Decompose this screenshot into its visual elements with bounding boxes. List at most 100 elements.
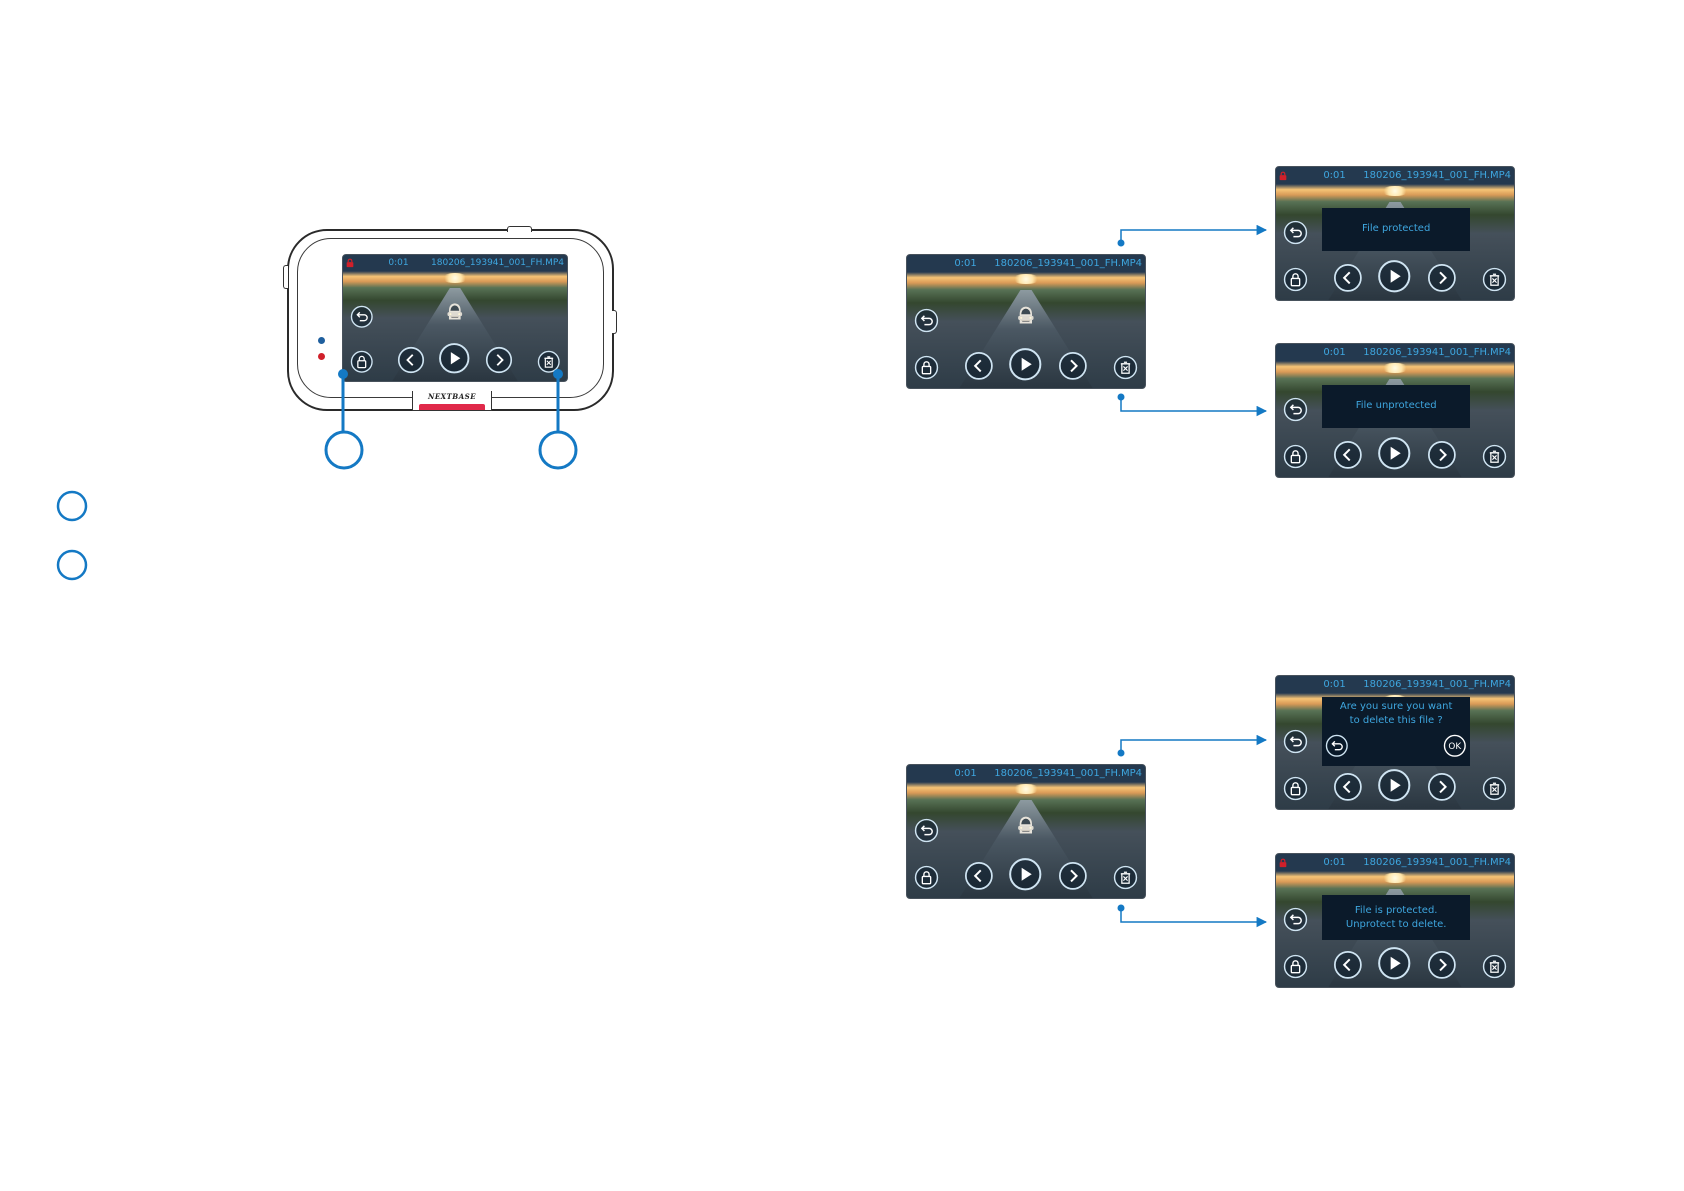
legend-circle-1	[56, 490, 88, 522]
file-name: 180206_193941_001_FH.MP4	[994, 768, 1142, 780]
vintage-car-image	[1008, 813, 1044, 836]
protected-lock-icon	[1276, 854, 1290, 871]
playback-screen-file-unprotected: 0:01 180206_193941_001_FH.MP4 File unpro…	[1275, 343, 1515, 478]
chevron-left-icon[interactable]	[1333, 440, 1363, 474]
message-line-2: Unprotect to delete.	[1345, 918, 1447, 930]
play-icon[interactable]	[1377, 259, 1412, 298]
lock-icon[interactable]	[1283, 954, 1308, 983]
play-icon[interactable]	[438, 342, 470, 378]
chevron-right-icon[interactable]	[1058, 351, 1088, 385]
playback-time: 0:01	[1323, 679, 1346, 691]
arrow-to-protected	[1117, 224, 1268, 247]
back-arrow-icon[interactable]	[1283, 220, 1308, 249]
chevron-left-icon[interactable]	[1333, 263, 1363, 297]
confirm-dialog: Are you sure you want to delete this fil…	[1322, 697, 1470, 767]
sunset-glow	[441, 272, 469, 283]
play-icon[interactable]	[1008, 347, 1043, 386]
playback-screen-delete-protected: 0:01 180206_193941_001_FH.MP4 File is pr…	[1275, 853, 1515, 988]
mount-red-strip	[419, 404, 485, 410]
protected-lock-icon	[1276, 167, 1290, 184]
arrow-to-delete-protected	[1117, 904, 1268, 928]
playback-time: 0:01	[954, 258, 977, 270]
playback-time: 0:01	[1323, 170, 1346, 182]
status-bar: 0:01 180206_193941_001_FH.MP4	[1276, 344, 1514, 362]
sunset-glow	[1011, 783, 1041, 795]
callout-delete	[538, 369, 578, 470]
chevron-right-icon[interactable]	[1427, 263, 1457, 297]
status-bar: 0:01 180206_193941_001_FH.MP4	[1276, 854, 1514, 872]
cancel-back-icon[interactable]	[1325, 734, 1349, 763]
back-arrow-icon[interactable]	[1283, 397, 1308, 426]
playback-screen-protect-source: 0:01 180206_193941_001_FH.MP4	[906, 254, 1146, 389]
lock-icon[interactable]	[914, 865, 939, 894]
message-box: File protected	[1322, 208, 1470, 251]
chevron-right-icon[interactable]	[1427, 772, 1457, 806]
playback-time: 0:01	[388, 258, 409, 269]
protected-lock-icon	[343, 255, 357, 271]
delete-icon[interactable]	[1482, 776, 1507, 805]
brand-plate: NEXTBASE	[412, 391, 492, 411]
message-text: File protected	[1362, 223, 1431, 235]
file-name: 180206_193941_001_FH.MP4	[1363, 857, 1511, 869]
sunset-glow	[1380, 362, 1410, 374]
back-arrow-icon[interactable]	[1283, 907, 1308, 936]
sunset-glow	[1380, 185, 1410, 197]
play-icon[interactable]	[1377, 768, 1412, 807]
chevron-left-icon[interactable]	[964, 351, 994, 385]
delete-icon[interactable]	[1482, 267, 1507, 296]
play-icon[interactable]	[1377, 436, 1412, 475]
status-led-blue	[318, 337, 325, 344]
chevron-right-icon[interactable]	[1058, 861, 1088, 895]
back-arrow-icon[interactable]	[350, 305, 374, 333]
vintage-car-image	[438, 300, 472, 321]
playback-screen-delete-source: 0:01 180206_193941_001_FH.MP4	[906, 764, 1146, 899]
message-line-1: Are you sure you want	[1339, 701, 1453, 713]
brand-logo: NEXTBASE	[427, 392, 477, 401]
dashcam-top-button	[507, 226, 532, 232]
lock-icon[interactable]	[1283, 267, 1308, 296]
message-box: File is protected. Unprotect to delete.	[1322, 895, 1470, 941]
sunset-glow	[1011, 273, 1041, 285]
back-arrow-icon[interactable]	[914, 308, 939, 337]
delete-icon[interactable]	[1113, 355, 1138, 384]
file-name: 180206_193941_001_FH.MP4	[1363, 170, 1511, 182]
file-name: 180206_193941_001_FH.MP4	[431, 258, 564, 269]
chevron-right-icon[interactable]	[1427, 440, 1457, 474]
playback-time: 0:01	[1323, 857, 1346, 869]
play-icon[interactable]	[1008, 857, 1043, 896]
file-name: 180206_193941_001_FH.MP4	[1363, 679, 1511, 691]
lock-icon[interactable]	[914, 355, 939, 384]
sunset-glow	[1380, 872, 1410, 884]
vintage-car-image	[1008, 303, 1044, 326]
delete-icon[interactable]	[1482, 444, 1507, 473]
delete-icon[interactable]	[1113, 865, 1138, 894]
chevron-left-icon[interactable]	[397, 346, 425, 378]
lock-icon[interactable]	[1283, 444, 1308, 473]
playback-time: 0:01	[954, 768, 977, 780]
back-arrow-icon[interactable]	[914, 818, 939, 847]
chevron-left-icon[interactable]	[1333, 950, 1363, 984]
status-bar: 0:01 180206_193941_001_FH.MP4	[1276, 167, 1514, 185]
ok-icon[interactable]: OK	[1443, 734, 1467, 763]
delete-icon[interactable]	[1482, 954, 1507, 983]
status-led-red	[318, 353, 325, 360]
back-arrow-icon[interactable]	[1283, 729, 1308, 758]
chevron-right-icon[interactable]	[1427, 950, 1457, 984]
play-icon[interactable]	[1377, 946, 1412, 985]
playback-screen-file-protected: 0:01 180206_193941_001_FH.MP4 File prote…	[1275, 166, 1515, 301]
lock-icon[interactable]	[1283, 776, 1308, 805]
device-screen: 0:01 180206_193941_001_FH.MP4	[342, 254, 568, 382]
legend-circle-2	[56, 549, 88, 581]
svg-text:OK: OK	[1449, 742, 1462, 752]
delete-icon[interactable]	[537, 350, 561, 378]
chevron-right-icon[interactable]	[485, 346, 513, 378]
lock-icon[interactable]	[350, 350, 374, 378]
chevron-left-icon[interactable]	[1333, 772, 1363, 806]
message-box: File unprotected	[1322, 385, 1470, 428]
dashcam-left-button	[283, 265, 288, 289]
playback-screen-delete-confirm: 0:01 180206_193941_001_FH.MP4 Are you su…	[1275, 675, 1515, 810]
playback-time: 0:01	[1323, 347, 1346, 359]
arrow-to-unprotected	[1117, 393, 1268, 417]
chevron-left-icon[interactable]	[964, 861, 994, 895]
